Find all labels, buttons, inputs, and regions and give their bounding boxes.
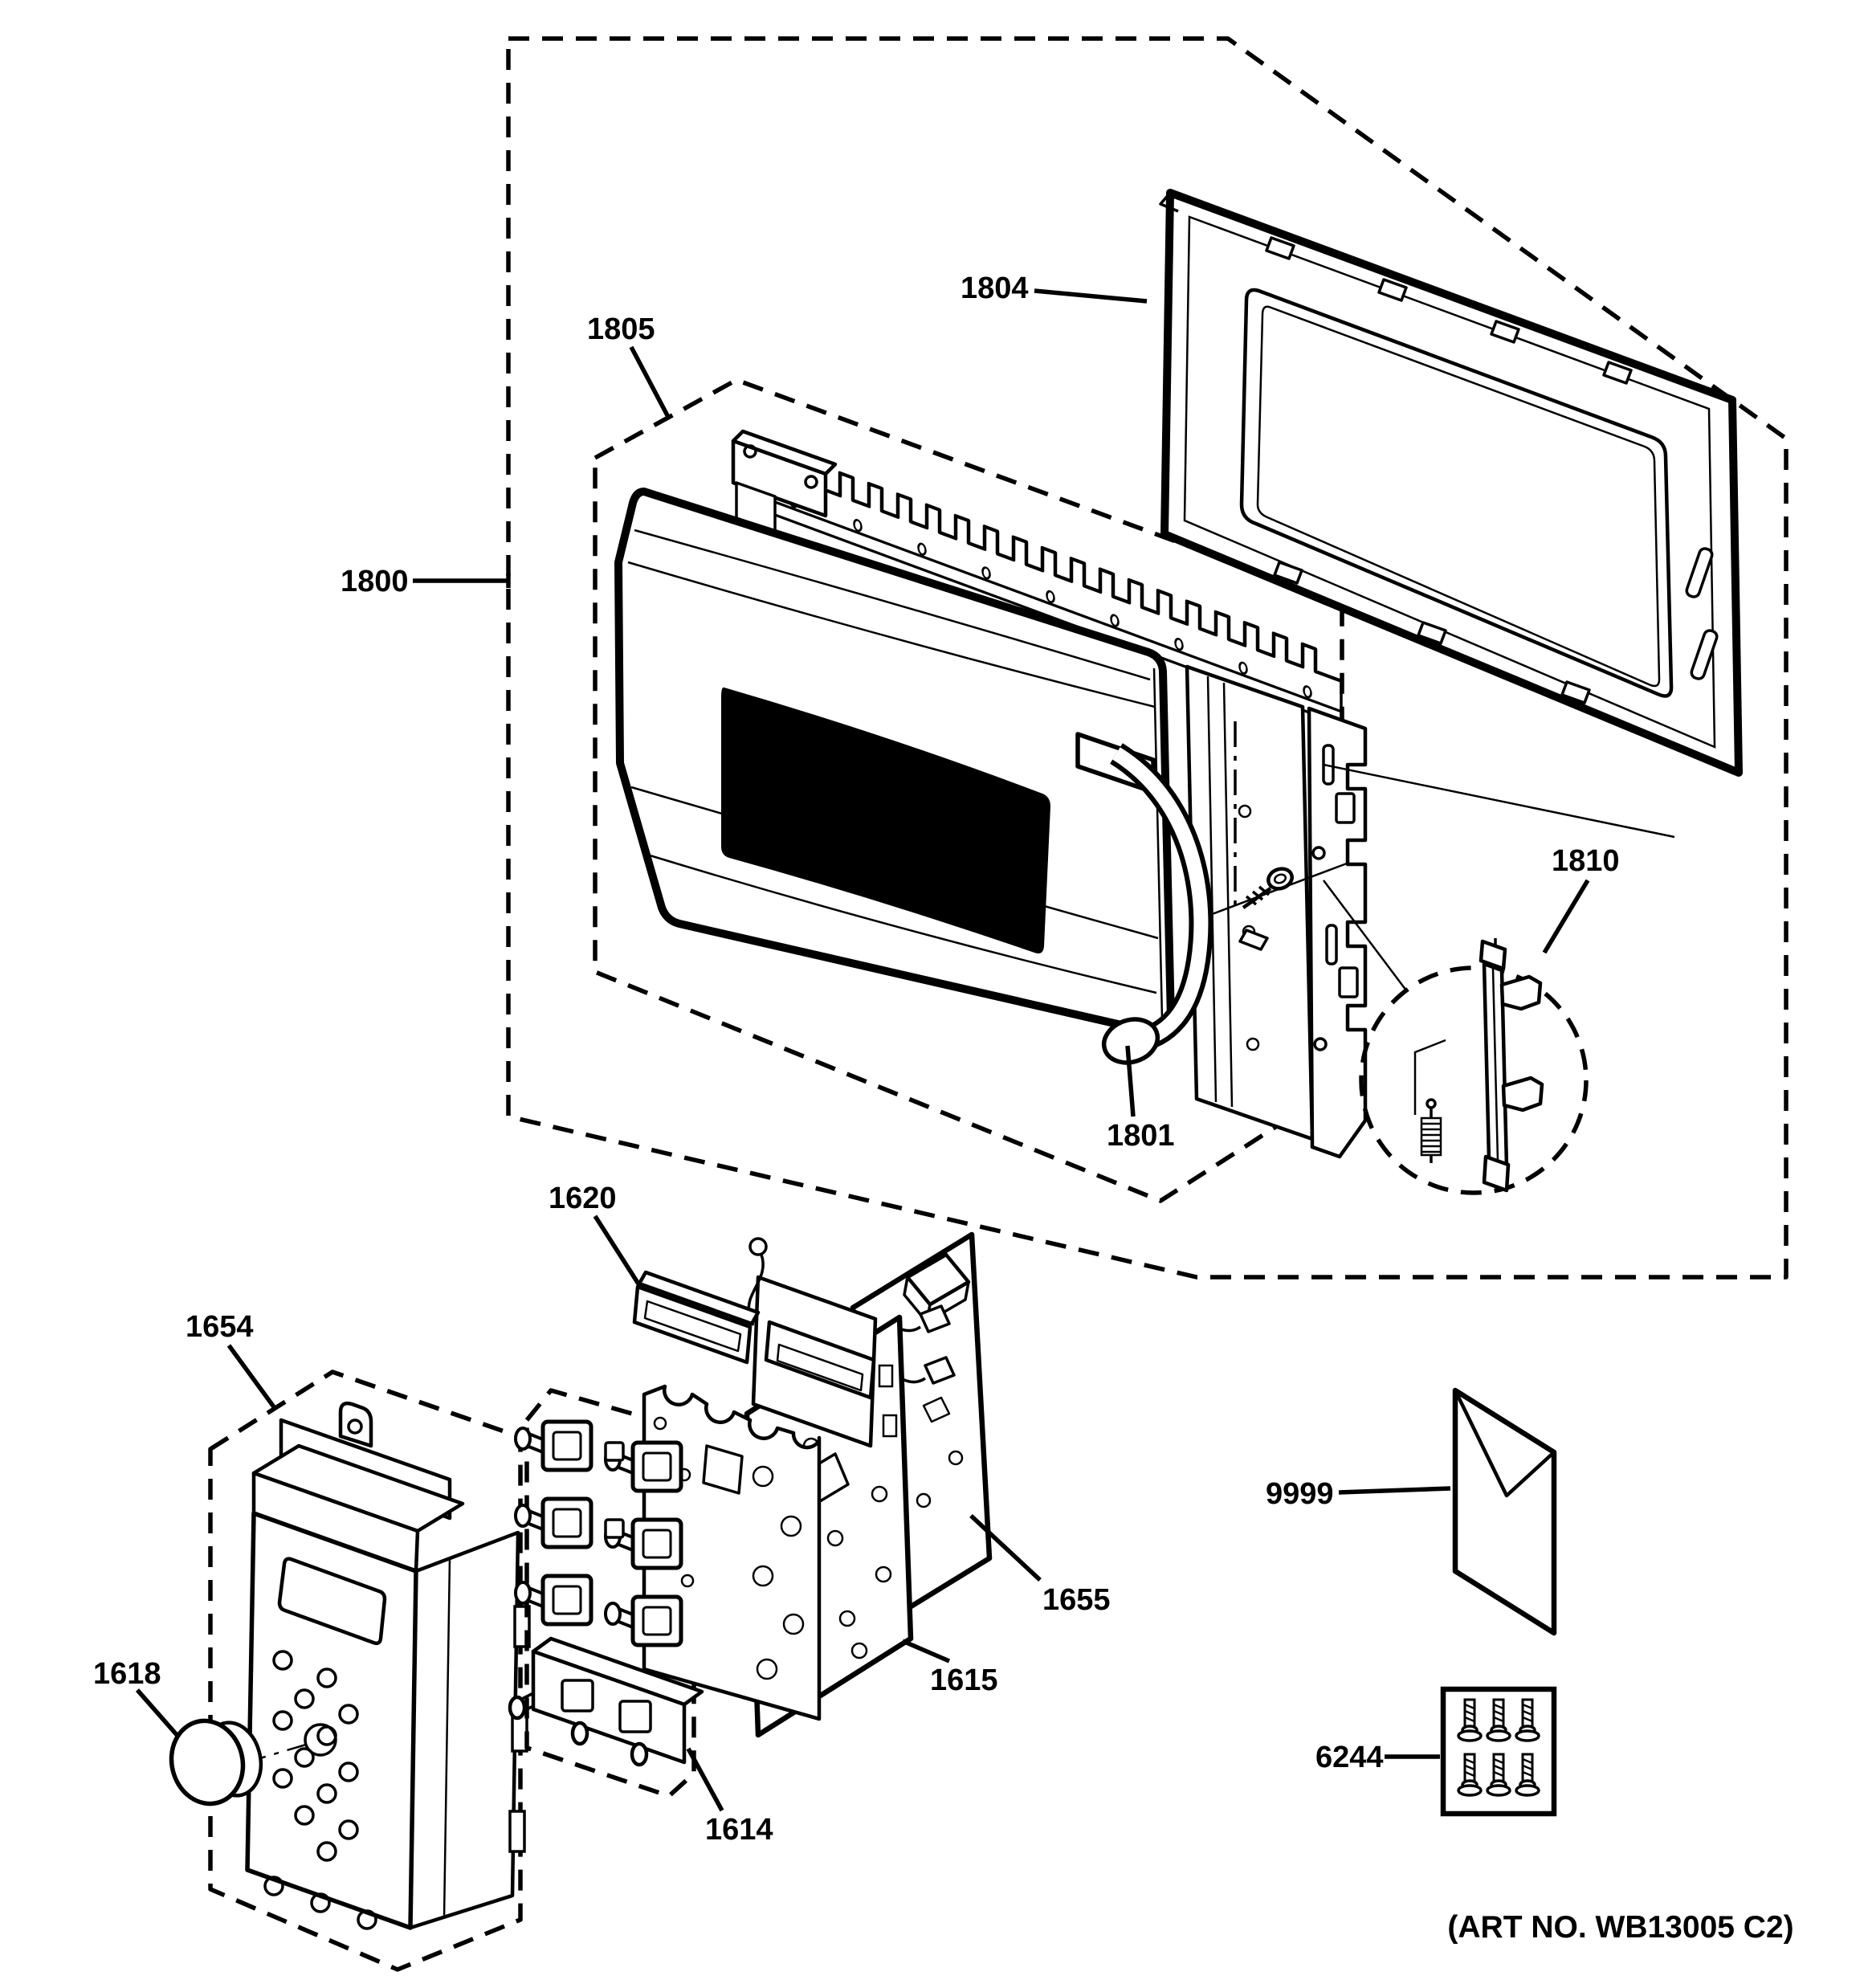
part-label-1804: 1804 <box>961 271 1029 305</box>
control-panel-boundary-1654 <box>208 1370 523 1972</box>
control-panel <box>245 1401 531 1930</box>
door-handle-1801 <box>1075 732 1213 1065</box>
display-module <box>747 1237 878 1448</box>
door-latch-rail <box>1238 706 1368 1159</box>
latch-spring <box>1413 1039 1446 1163</box>
part-label-1614: 1614 <box>705 1813 773 1847</box>
part-label-1805: 1805 <box>587 312 655 346</box>
part-label-9999: 9999 <box>1266 1477 1334 1511</box>
literature-envelope-9999 <box>1452 1387 1557 1636</box>
part-label-1615: 1615 <box>930 1663 998 1697</box>
latch-detail-1810 <box>1359 939 1589 1195</box>
leader-lines <box>135 288 1590 1812</box>
part-label-1800: 1800 <box>341 565 409 598</box>
part-label-1618: 1618 <box>93 1657 161 1691</box>
art-number: (ART NO. WB13005 C2) <box>1447 1910 1793 1945</box>
part-label-1655: 1655 <box>1042 1583 1111 1617</box>
knob-1618 <box>169 1718 307 1806</box>
door-latch <box>1479 939 1544 1193</box>
display-lens-1620 <box>632 1270 761 1365</box>
keypad-boundary-1614 <box>524 1388 696 1798</box>
part-label-1801: 1801 <box>1107 1119 1175 1153</box>
part-label-1810: 1810 <box>1552 844 1620 878</box>
part-label-6244: 6244 <box>1315 1741 1384 1774</box>
panel-display-window <box>277 1557 387 1646</box>
part-label-1654: 1654 <box>186 1310 254 1344</box>
screw-kit-6244 <box>1440 1686 1557 1817</box>
panel-button-holes <box>263 1650 377 1930</box>
door-panel <box>614 488 1176 1038</box>
wire-harness <box>874 1304 956 1386</box>
part-label-1620: 1620 <box>549 1182 617 1215</box>
keypad-buttons <box>516 1422 681 1645</box>
door-frame-1804 <box>1159 189 1743 777</box>
door-window <box>721 687 1050 953</box>
door-assembly-boundary-1800 <box>506 36 1789 1280</box>
keypad-lower-bracket <box>508 1636 704 1767</box>
door-top-bracket <box>731 429 838 533</box>
